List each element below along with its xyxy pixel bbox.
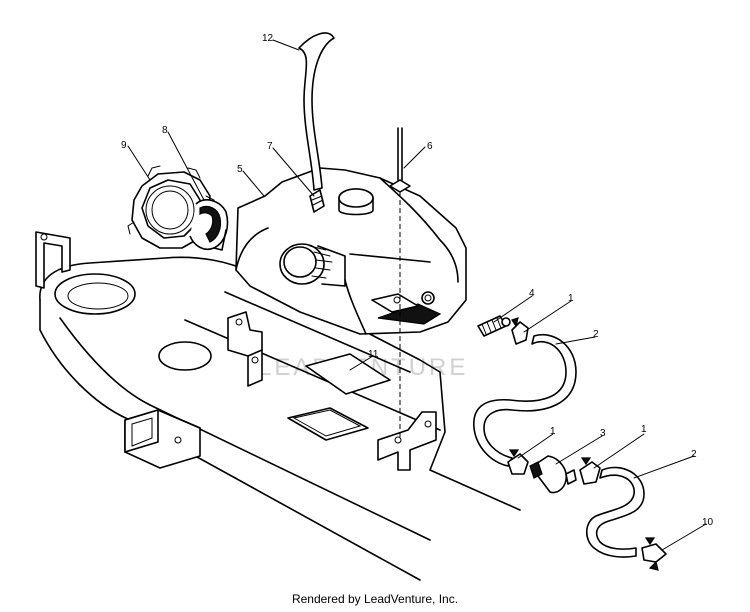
fuel-hose-upper <box>473 333 577 467</box>
callout-6: 6 <box>427 141 433 152</box>
tank-bracket-left <box>227 311 263 387</box>
tank-pad <box>305 353 391 395</box>
hose-clamp-upper <box>511 317 529 345</box>
hose-clamp-mid-left <box>507 449 529 475</box>
callout-12: 12 <box>262 33 274 44</box>
hitch-tube <box>124 409 201 469</box>
tank-rear-cap <box>338 188 374 216</box>
callout-labels: 12 7 6 5 8 9 4 1 2 11 1 3 1 2 10 <box>121 33 714 528</box>
callout-4: 4 <box>529 288 535 299</box>
render-credit: Rendered by LeadVenture, Inc. <box>291 592 459 606</box>
fuel-gauge-rod <box>389 127 411 440</box>
cap-gasket <box>189 199 229 251</box>
tank-bracket-right <box>377 411 437 471</box>
callout-1-mid-right: 1 <box>641 424 647 435</box>
hose-clamp-mid-right <box>579 457 601 485</box>
frame-round-opening <box>54 273 136 315</box>
frame-rect-opening <box>287 407 369 441</box>
callout-1-upper: 1 <box>568 293 574 304</box>
callout-3: 3 <box>600 428 606 439</box>
gas-cap <box>127 165 215 249</box>
callout-1-mid-left: 1 <box>550 426 556 437</box>
fuel-line-fitting <box>477 315 511 337</box>
vent-hose <box>298 32 335 191</box>
tank-filler-neck <box>279 243 346 287</box>
callout-10: 10 <box>702 517 714 528</box>
chassis-frame <box>35 231 521 581</box>
callout-9: 9 <box>121 140 127 151</box>
fuel-tank <box>235 167 467 335</box>
frame-oval-opening <box>158 341 212 371</box>
callout-8: 8 <box>162 125 168 136</box>
hose-clamp-end <box>641 537 667 571</box>
callout-2-lower: 2 <box>691 449 697 460</box>
leader-lines <box>127 39 707 551</box>
callout-7: 7 <box>267 141 273 152</box>
callout-5: 5 <box>237 164 243 175</box>
callout-11: 11 <box>368 349 379 360</box>
front-bracket <box>35 231 71 289</box>
fuel-hose-lower <box>585 466 645 558</box>
fuel-filter <box>529 455 577 494</box>
callout-2-upper: 2 <box>593 329 599 340</box>
